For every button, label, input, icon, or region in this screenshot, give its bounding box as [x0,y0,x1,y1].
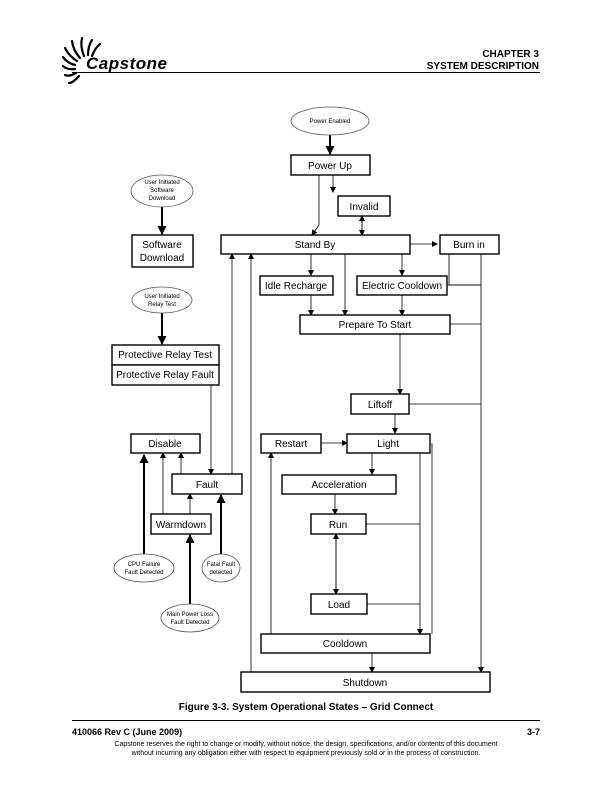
label-fatal-2: detected [209,570,232,576]
label-shutdown: Shutdown [343,678,387,689]
event-main-power-loss [160,603,220,633]
label-cooldown: Cooldown [323,639,367,650]
event-fatal-fault [201,553,241,583]
label-user-sw-1: User Initiated [144,180,179,186]
state-warmdown [150,513,212,535]
state-cooldown [260,633,431,654]
label-protective-relay-fault: Protective Relay Fault [116,370,214,381]
label-stand-by: Stand By [295,240,336,251]
state-light [346,433,431,454]
state-disable [130,433,201,454]
event-cpu-failure [113,553,175,583]
page-number: 3-7 [526,727,540,737]
section-label: SYSTEM DESCRIPTION [426,61,539,72]
state-power-up [290,154,371,176]
event-power-enabled [290,106,370,136]
label-fatal-1: Fatal Fault [207,562,236,568]
label-power-up: Power Up [308,161,352,172]
brand-wordmark: Capstone [86,54,168,73]
state-diagram: Power Up Invalid Stand By Burn in Idle R… [111,106,500,693]
state-prepare-to-start [299,314,451,335]
state-fault [171,473,243,495]
label-invalid: Invalid [350,202,379,213]
label-acceleration: Acceleration [311,480,366,491]
label-software-1: Software [142,240,182,251]
state-restart [260,433,322,454]
label-mains-1: Main Power Loss [167,612,213,618]
state-run [310,513,367,535]
state-protective-relay-fault [111,364,220,386]
state-invalid [337,195,391,217]
label-user-relay-2: Relay Test [148,302,176,308]
label-user-sw-2: Software [150,188,174,194]
state-shutdown [240,671,491,693]
disclaimer: Capstone reserves the right to change or… [80,740,532,758]
label-liftoff: Liftoff [368,400,392,411]
label-disable: Disable [148,439,182,450]
event-user-software-download [130,174,194,208]
label-user-sw-3: Download [149,196,176,202]
state-idle-recharge [259,275,334,296]
label-prepare-to-start: Prepare To Start [339,320,412,331]
label-restart: Restart [275,439,307,450]
document-id: 410066 Rev C (June 2009) [72,727,183,737]
label-light: Light [377,439,399,450]
state-acceleration [281,474,397,495]
disclaimer-line-2: without incurring any obligation either … [131,750,481,757]
figure-caption: Figure 3-3. System Operational States – … [178,702,434,713]
label-fault: Fault [196,480,218,491]
state-electric-cooldown [356,275,448,296]
label-load: Load [328,600,350,611]
label-idle-recharge: Idle Recharge [265,281,328,292]
label-cpu-2: Fault Detected [124,570,163,576]
label-burn-in: Burn in [453,240,485,251]
label-cpu-1: CPU Failure [128,562,161,568]
label-run: Run [329,520,347,531]
state-software-download [131,234,194,268]
chapter-label: CHAPTER 3 [482,49,539,60]
disclaimer-line-1: Capstone reserves the right to change or… [114,741,498,748]
label-software-2: Download [140,253,184,264]
capstone-logo-icon [62,36,102,85]
state-stand-by [220,234,411,255]
label-protective-relay-test: Protective Relay Test [118,350,212,361]
state-burn-in [439,234,500,255]
state-load [310,593,368,615]
chapter-heading: CHAPTER 3 SYSTEM DESCRIPTION [427,49,539,73]
label-user-relay-1: User Initiated [144,294,179,300]
event-user-relay-test [131,286,193,314]
label-warmdown: Warmdown [156,520,206,531]
label-mains-2: Fault Detected [170,620,209,626]
header-divider [72,72,540,73]
footer-divider [72,720,540,721]
label-electric-cooldown: Electric Cooldown [362,281,442,292]
state-liftoff [350,393,410,415]
label-power-enabled: Power Enabled [310,119,351,125]
